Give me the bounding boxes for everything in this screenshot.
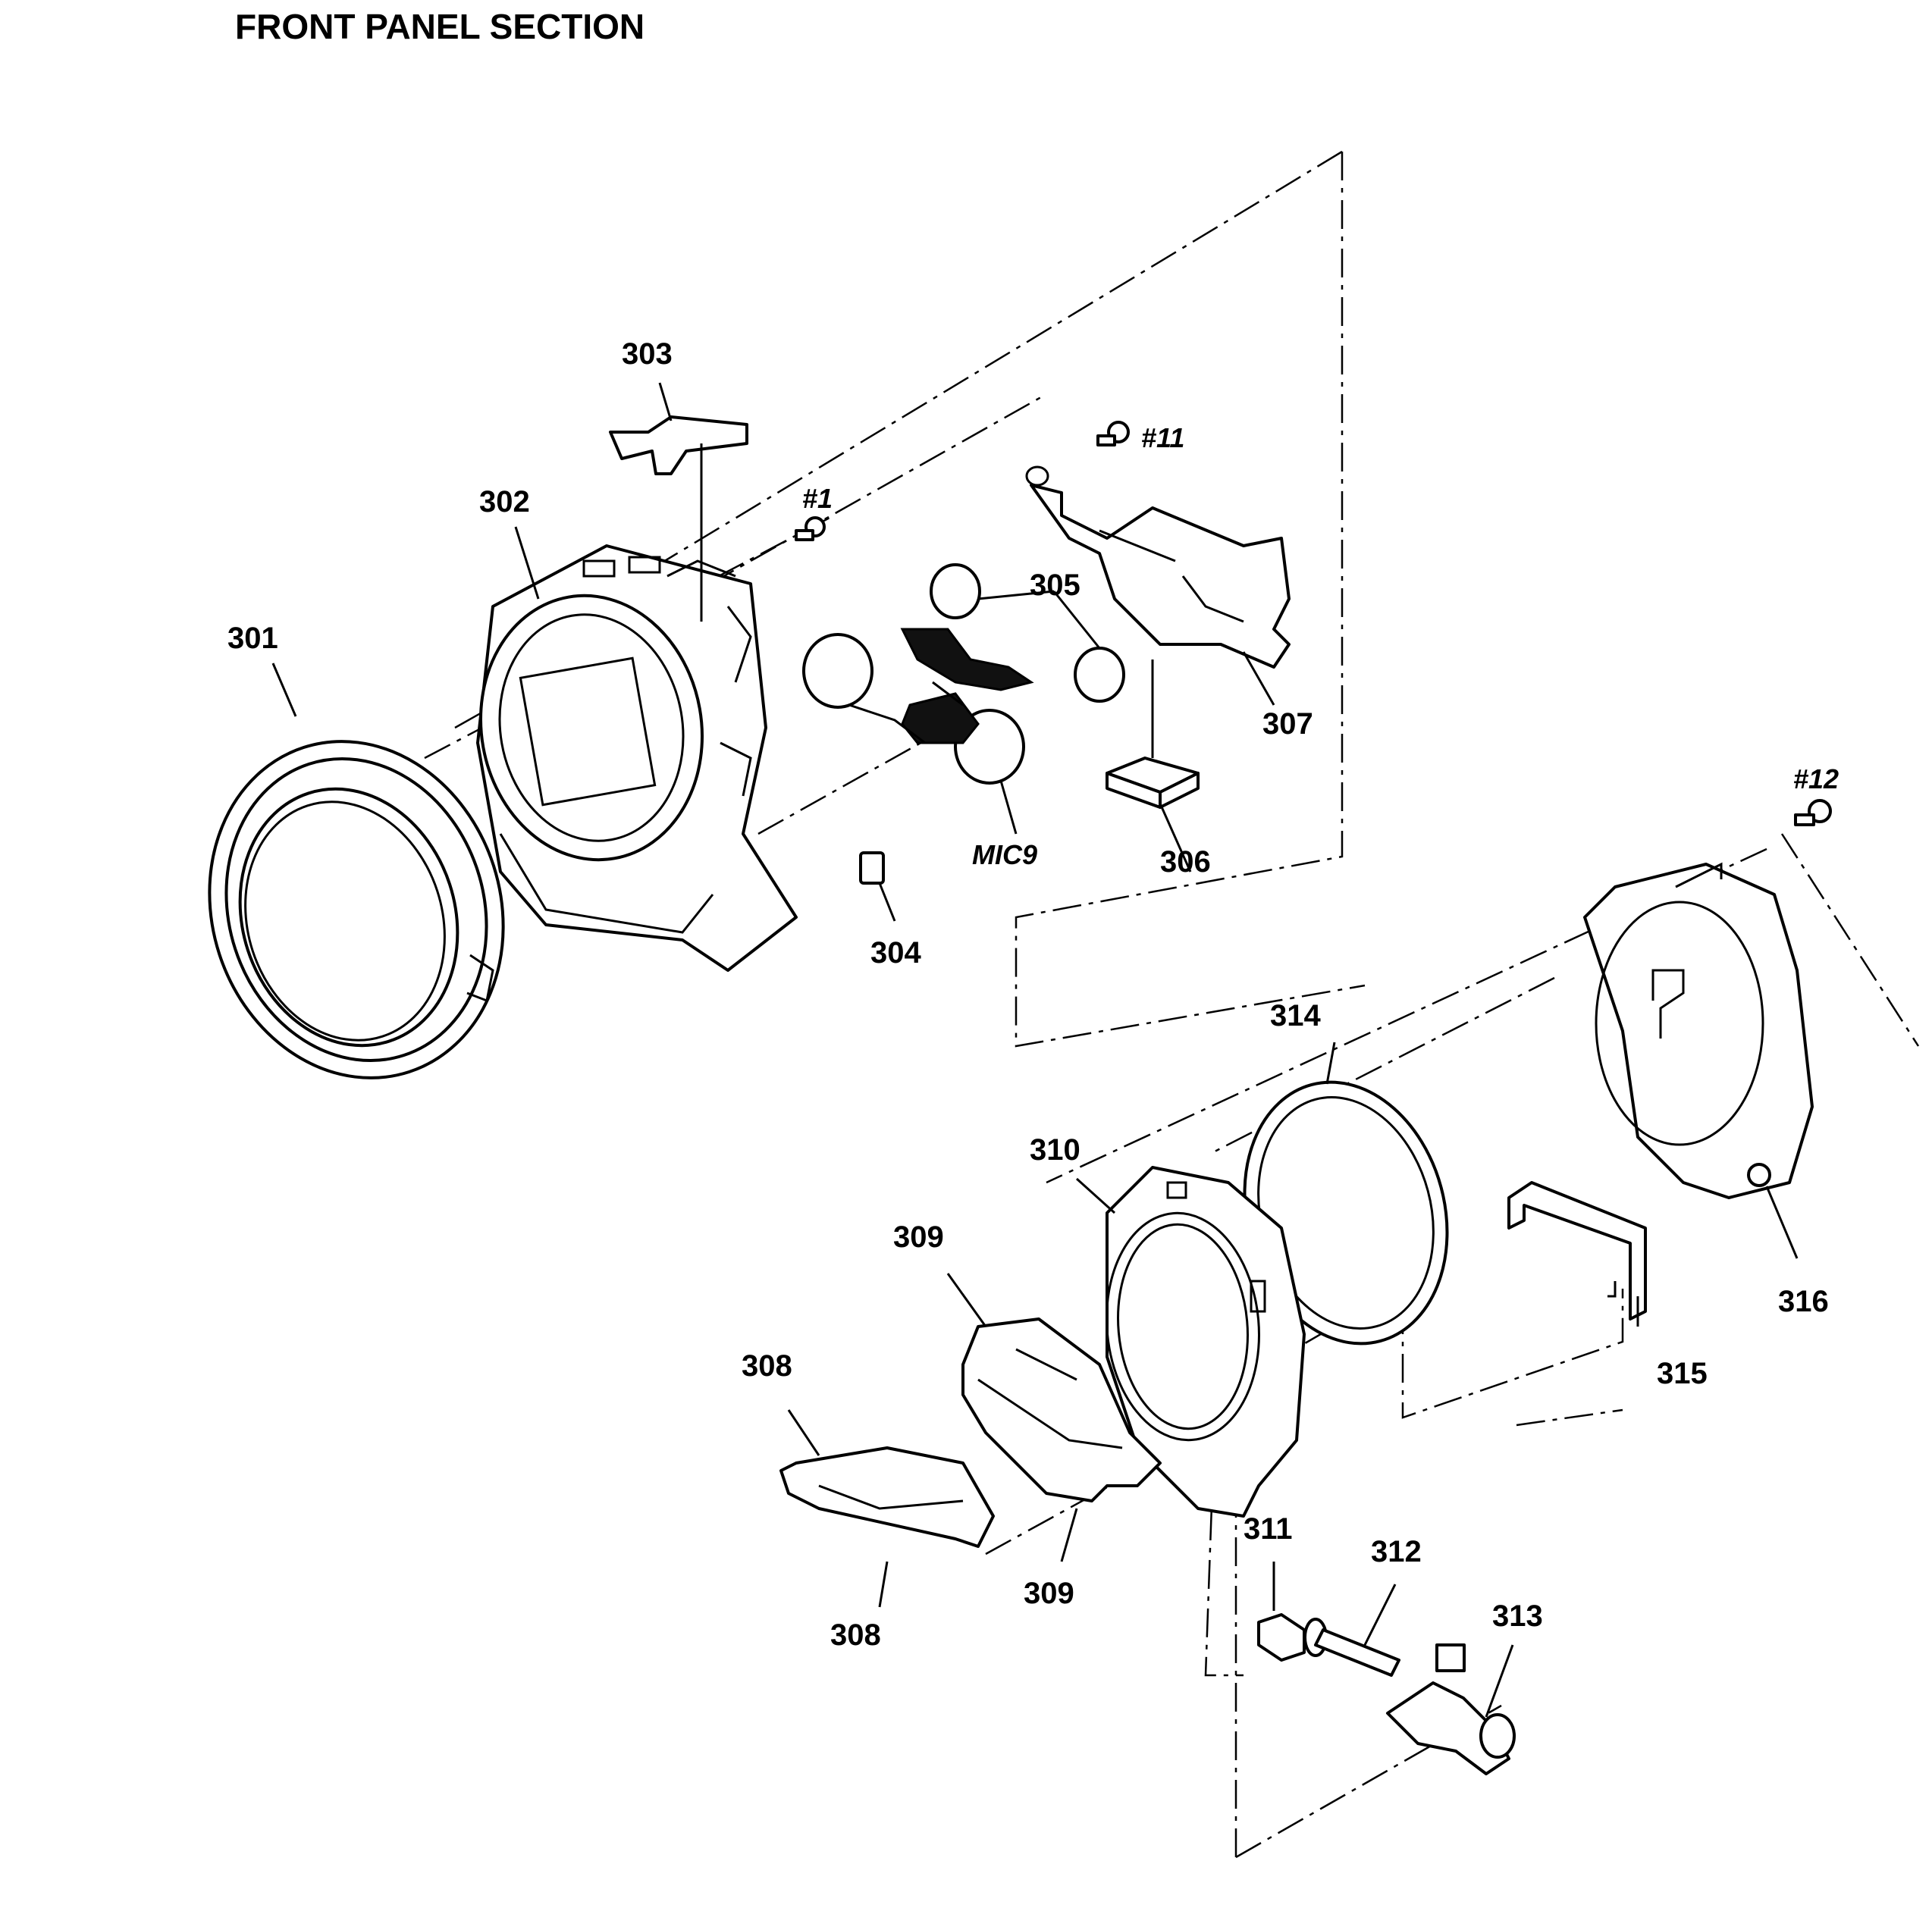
part-316-rear-frame <box>1583 862 1814 1199</box>
part-301-lens-ring <box>208 740 505 1079</box>
part-304-clip <box>859 851 885 885</box>
callout-316: 316 <box>1778 1285 1829 1318</box>
callout-308-bottom: 308 <box>830 1618 881 1652</box>
callout-307: 307 <box>1262 707 1313 741</box>
screw-12 <box>1794 799 1832 826</box>
callout-301: 301 <box>227 622 278 655</box>
callout-310: 310 <box>1030 1133 1080 1167</box>
callout-304: 304 <box>870 936 921 970</box>
callout-313: 313 <box>1492 1599 1543 1633</box>
page-title: FRONT PANEL SECTION <box>235 7 645 46</box>
part-310-lens-holder <box>1106 1166 1306 1518</box>
callout-screw-12: #12 <box>1793 763 1839 794</box>
callout-302: 302 <box>479 485 530 519</box>
callout-303: 303 <box>622 337 673 371</box>
callout-312: 312 <box>1371 1535 1422 1568</box>
part-302-front-cabinet <box>476 544 798 972</box>
screw-1 <box>795 516 826 541</box>
part-307-switch-bracket <box>1025 465 1291 669</box>
callout-309-bottom: 309 <box>1024 1577 1074 1610</box>
callout-315: 315 <box>1657 1357 1708 1390</box>
part-306-pad <box>1106 659 1200 809</box>
callout-308-top: 308 <box>742 1349 792 1383</box>
screw-11 <box>1096 421 1130 446</box>
part-mic9-microphone <box>802 628 1034 785</box>
part-309-plate <box>961 1317 1162 1502</box>
part-313-sensor <box>1386 1643 1516 1775</box>
part-308-plate <box>779 1446 995 1548</box>
callout-screw-11: #11 <box>1141 422 1184 453</box>
part-303-bracket <box>609 415 748 622</box>
callout-314: 314 <box>1270 999 1321 1032</box>
callout-309-top: 309 <box>893 1220 944 1254</box>
callout-mic9: MIC9 <box>972 839 1037 870</box>
leader-lines <box>271 382 1799 1718</box>
callout-labels: 301 302 303 304 305 306 307 308 308 309 … <box>227 337 1839 1652</box>
part-312-shaft <box>1303 1618 1400 1677</box>
part-315-bracket <box>1507 1181 1647 1321</box>
part-311-nut <box>1257 1613 1306 1662</box>
callout-screw-1: #1 <box>802 483 833 514</box>
callout-305: 305 <box>1030 569 1080 602</box>
callout-311: 311 <box>1244 1512 1293 1546</box>
callout-306: 306 <box>1160 845 1211 879</box>
